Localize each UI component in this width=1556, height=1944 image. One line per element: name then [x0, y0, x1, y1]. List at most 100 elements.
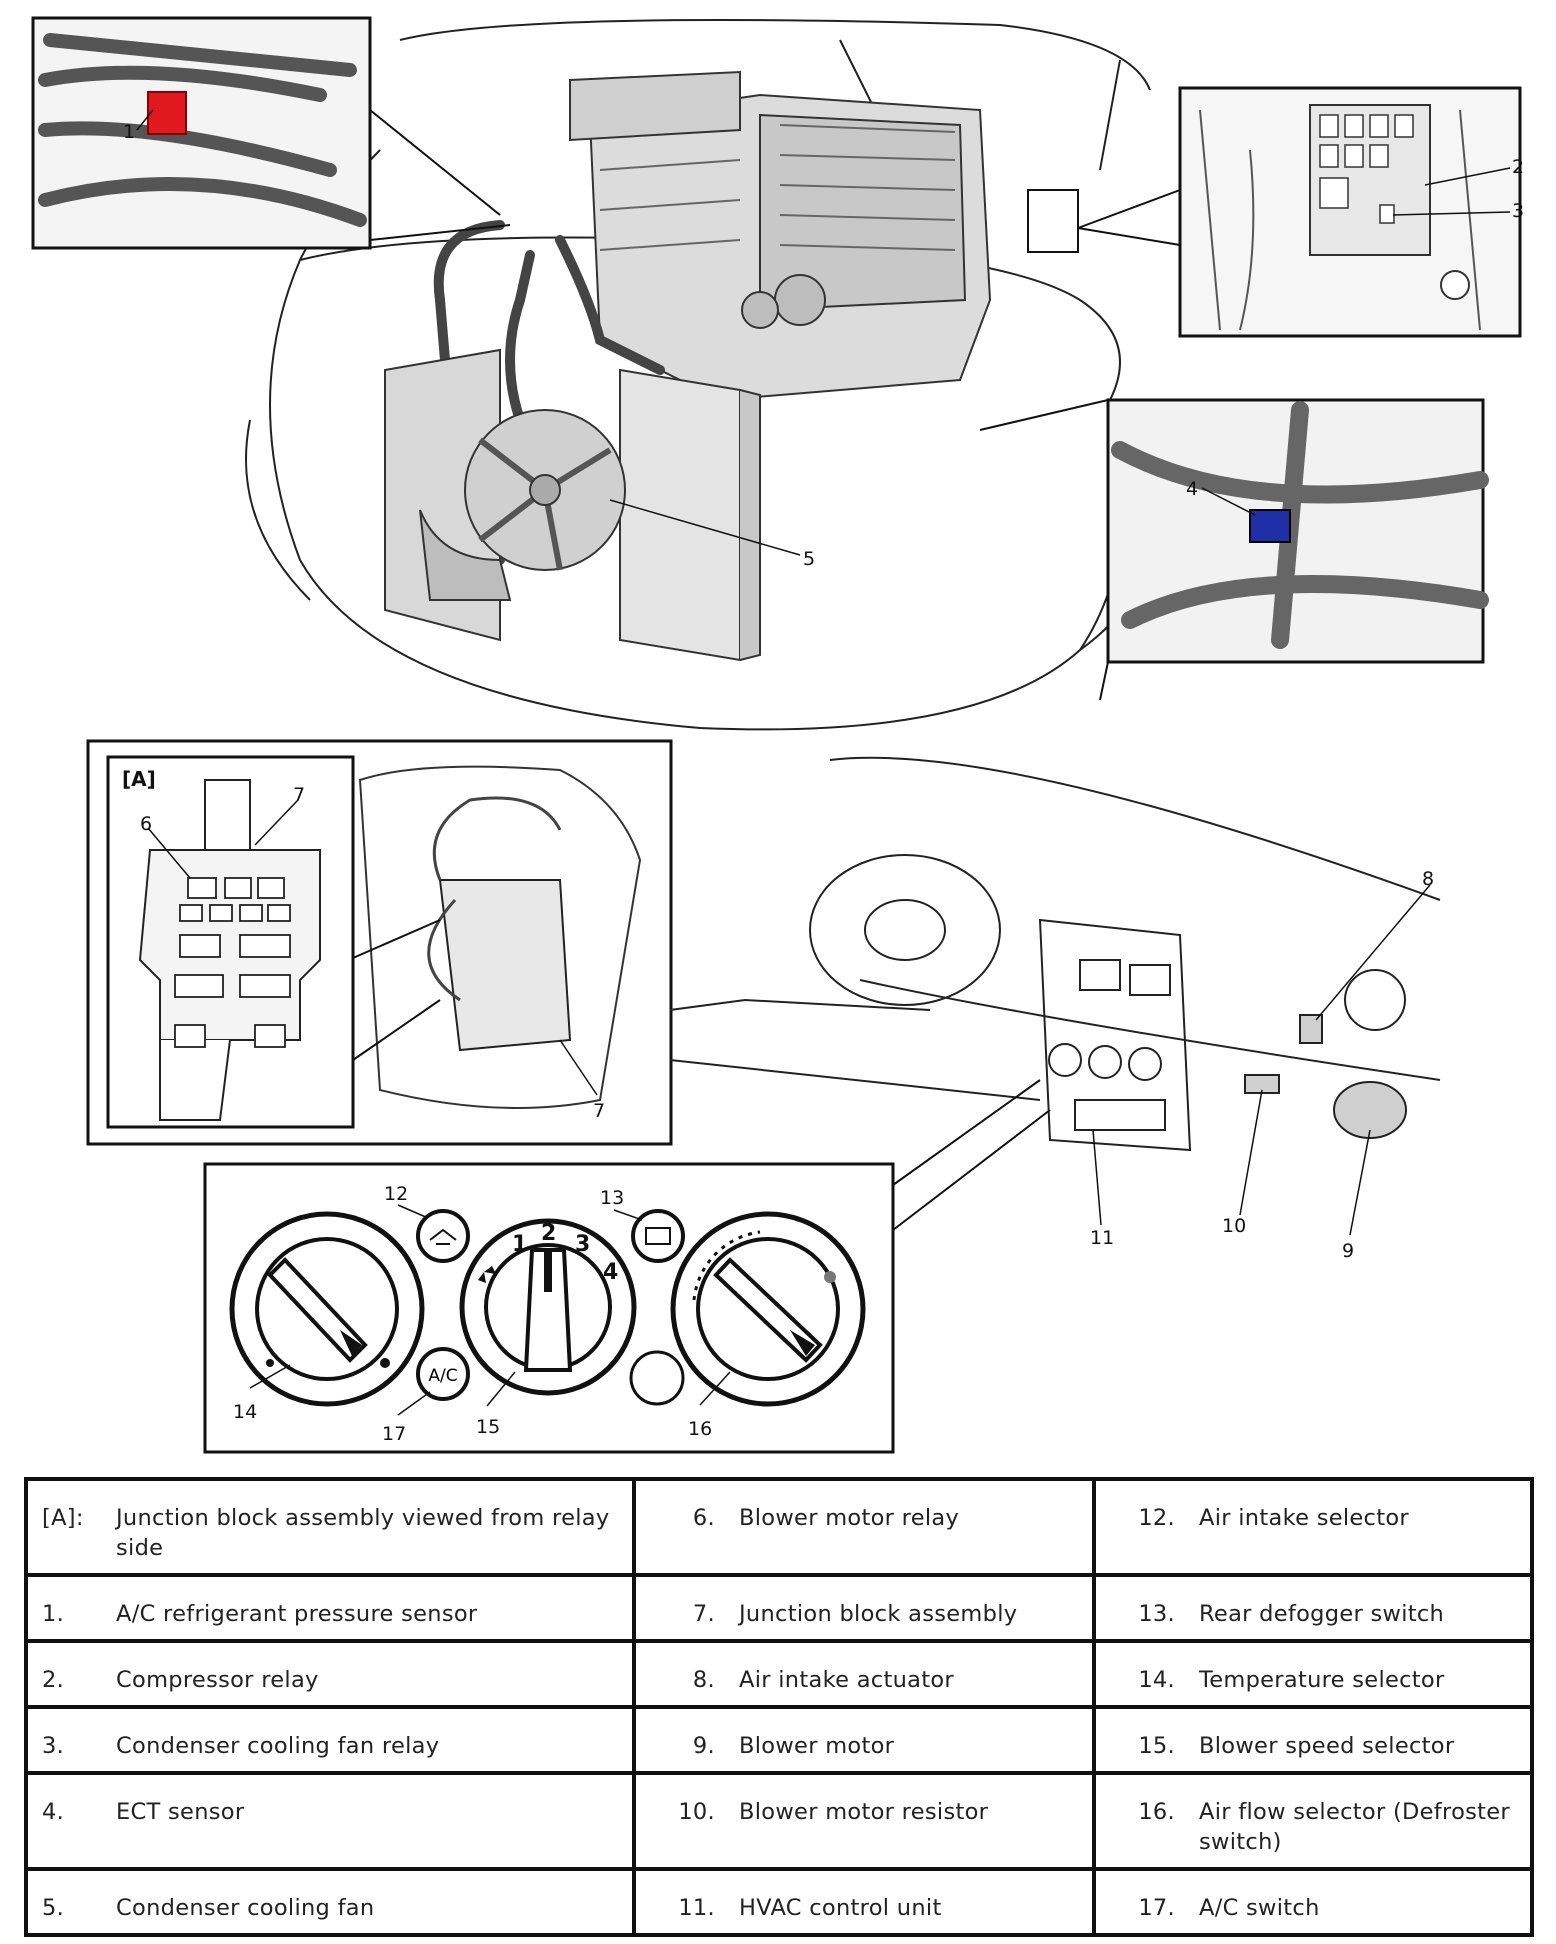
hvac-component-location-diagram: A/C 1 2 3 4: [31, 16, 1524, 1454]
callout-16: 16: [688, 1418, 712, 1440]
legend-entry: 14. Temperature selector: [1096, 1643, 1530, 1705]
legend-item-number: 10.: [678, 1799, 715, 1825]
legend-cell: 12. Air intake selector: [1092, 1477, 1534, 1577]
legend-entry: 9.Blower motor: [636, 1709, 1092, 1771]
hvac-unit: [569, 70, 992, 402]
air-intake-selector[interactable]: [416, 1209, 470, 1263]
legend-item-number: 12.: [1138, 1505, 1175, 1531]
air-flow-selector[interactable]: [670, 1211, 866, 1407]
legend-entry: 1.A/C refrigerant pressure sensor: [28, 1577, 632, 1639]
legend-cell: 15. Blower speed selector: [1092, 1705, 1534, 1775]
rear-defogger-icon: [645, 1227, 671, 1245]
callout-14: 14: [233, 1401, 257, 1423]
legend-item-number: 15.: [1138, 1733, 1175, 1759]
legend-cell: 2. Compressor relay: [24, 1639, 636, 1709]
callout-7-panel: 7: [293, 784, 305, 806]
blower-speed-selector[interactable]: [459, 1218, 637, 1396]
legend-cell: 9.Blower motor: [632, 1705, 1096, 1775]
inset-ect-sensor: [979, 398, 1489, 701]
condenser-fan-assembly: [384, 348, 761, 662]
legend-item-text: Blower motor: [739, 1733, 895, 1759]
legend-item-number: 2.: [42, 1667, 65, 1693]
legend-entry: [A]:Junction block assembly viewed from …: [28, 1481, 632, 1573]
legend-item-text: Temperature selector: [1199, 1667, 1445, 1693]
legend-item-text: Blower speed selector: [1199, 1733, 1455, 1759]
callout-5: 5: [803, 548, 815, 570]
legend-item-text: Junction block assembly: [739, 1601, 1018, 1627]
parts-legend-table: [A]:Junction block assembly viewed from …: [24, 1477, 1534, 1937]
air-intake-icon: [429, 1228, 457, 1245]
legend-cell: 3.Condenser cooling fan relay: [24, 1705, 636, 1775]
junction-block-panel: [86, 739, 673, 1146]
callout-7-dash: 7: [593, 1100, 605, 1122]
legend-entry: 10.Blower motor resistor: [636, 1775, 1092, 1837]
legend-cell: 7. Junction block assembly: [632, 1573, 1096, 1643]
legend-item-number: 14.: [1138, 1667, 1175, 1693]
ac-switch-label: A/C: [428, 1366, 457, 1386]
legend-item-text: ECT sensor: [116, 1799, 245, 1825]
legend-entry: 15. Blower speed selector: [1096, 1709, 1530, 1771]
legend-cell: 6. Blower motor relay: [632, 1477, 1096, 1577]
callout-leader-lines: [136, 109, 1511, 1416]
legend-cell: 10.Blower motor resistor: [632, 1771, 1096, 1871]
callout-4: 4: [1186, 478, 1198, 500]
legend-entry: 12. Air intake selector: [1096, 1481, 1530, 1543]
legend-item-number: 16.: [1138, 1799, 1175, 1825]
legend-cell: 8.Air intake actuator: [632, 1639, 1096, 1709]
legend-item-number: 5.: [42, 1895, 65, 1921]
ac-switch[interactable]: [416, 1347, 470, 1401]
dashboard-view: [669, 756, 1441, 1152]
callout-10: 10: [1222, 1215, 1246, 1237]
legend-entry: 5.Condenser cooling fan: [28, 1871, 632, 1933]
legend-item-number: 6.: [692, 1505, 715, 1531]
blower-motor-relay: [187, 877, 217, 899]
callout-12: 12: [384, 1183, 408, 1205]
legend-cell: 5.Condenser cooling fan: [24, 1867, 636, 1937]
legend-entry: 8.Air intake actuator: [636, 1643, 1092, 1705]
legend-item-number: 7.: [692, 1601, 715, 1627]
rear-defogger-switch[interactable]: [631, 1209, 685, 1263]
legend-item-text: Junction block assembly viewed from rela…: [116, 1505, 610, 1561]
legend-cell: 17. A/C switch: [1092, 1867, 1534, 1937]
legend-item-text: Air intake selector: [1199, 1505, 1409, 1531]
legend-item-text: HVAC control unit: [739, 1895, 942, 1921]
legend-item-number: 17.: [1138, 1895, 1175, 1921]
legend-entry: 7. Junction block assembly: [636, 1577, 1092, 1639]
legend-item-text: A/C switch: [1199, 1895, 1320, 1921]
legend-item-number: 11.: [678, 1895, 715, 1921]
speed-label-4: 4: [603, 1260, 618, 1285]
legend-entry: 13.Rear defogger switch: [1096, 1577, 1530, 1639]
callout-13: 13: [600, 1187, 624, 1209]
legend-item-text: Rear defogger switch: [1199, 1601, 1445, 1627]
callout-6: 6: [140, 813, 152, 835]
temperature-selector[interactable]: [229, 1211, 425, 1407]
speed-label-2: 2: [541, 1221, 556, 1246]
speed-label-1: 1: [512, 1232, 527, 1257]
callout-17: 17: [382, 1423, 406, 1445]
fan-icon: [478, 1266, 496, 1283]
legend-item-text: Blower motor relay: [739, 1505, 960, 1531]
legend-entry: 2. Compressor relay: [28, 1643, 632, 1705]
legend-entry: 11. HVAC control unit: [636, 1871, 1092, 1933]
legend-item-number: 1.: [42, 1601, 65, 1627]
legend-item-text: Compressor relay: [116, 1667, 319, 1693]
callout-1: 1: [123, 121, 135, 143]
legend-item-number: 3.: [42, 1733, 65, 1759]
legend-item-number: 4.: [42, 1799, 65, 1825]
blower-motor: [1333, 1081, 1407, 1139]
legend-cell: 16.Air flow selector (Defroster switch): [1092, 1771, 1534, 1871]
callout-3: 3: [1512, 200, 1524, 222]
legend-entry: 6. Blower motor relay: [636, 1481, 1092, 1543]
legend-row: 5.Condenser cooling fan 11. HVAC control u…: [24, 1867, 1534, 1937]
callout-labels: 1 2 3 4 5 [A] 6 7 7 8 9 10 11 12 13 14 1…: [122, 121, 1524, 1445]
callout-15: 15: [476, 1416, 500, 1438]
callout-9: 9: [1342, 1240, 1354, 1262]
inset-pressure-sensor: [31, 16, 511, 250]
legend-row: 1.A/C refrigerant pressure sensor 7. Junct…: [24, 1573, 1534, 1643]
legend-entry: 4. ECT sensor: [28, 1775, 632, 1837]
callout-11: 11: [1090, 1227, 1114, 1249]
legend-row: [A]:Junction block assembly viewed from …: [24, 1477, 1534, 1577]
callout-8: 8: [1422, 868, 1434, 890]
